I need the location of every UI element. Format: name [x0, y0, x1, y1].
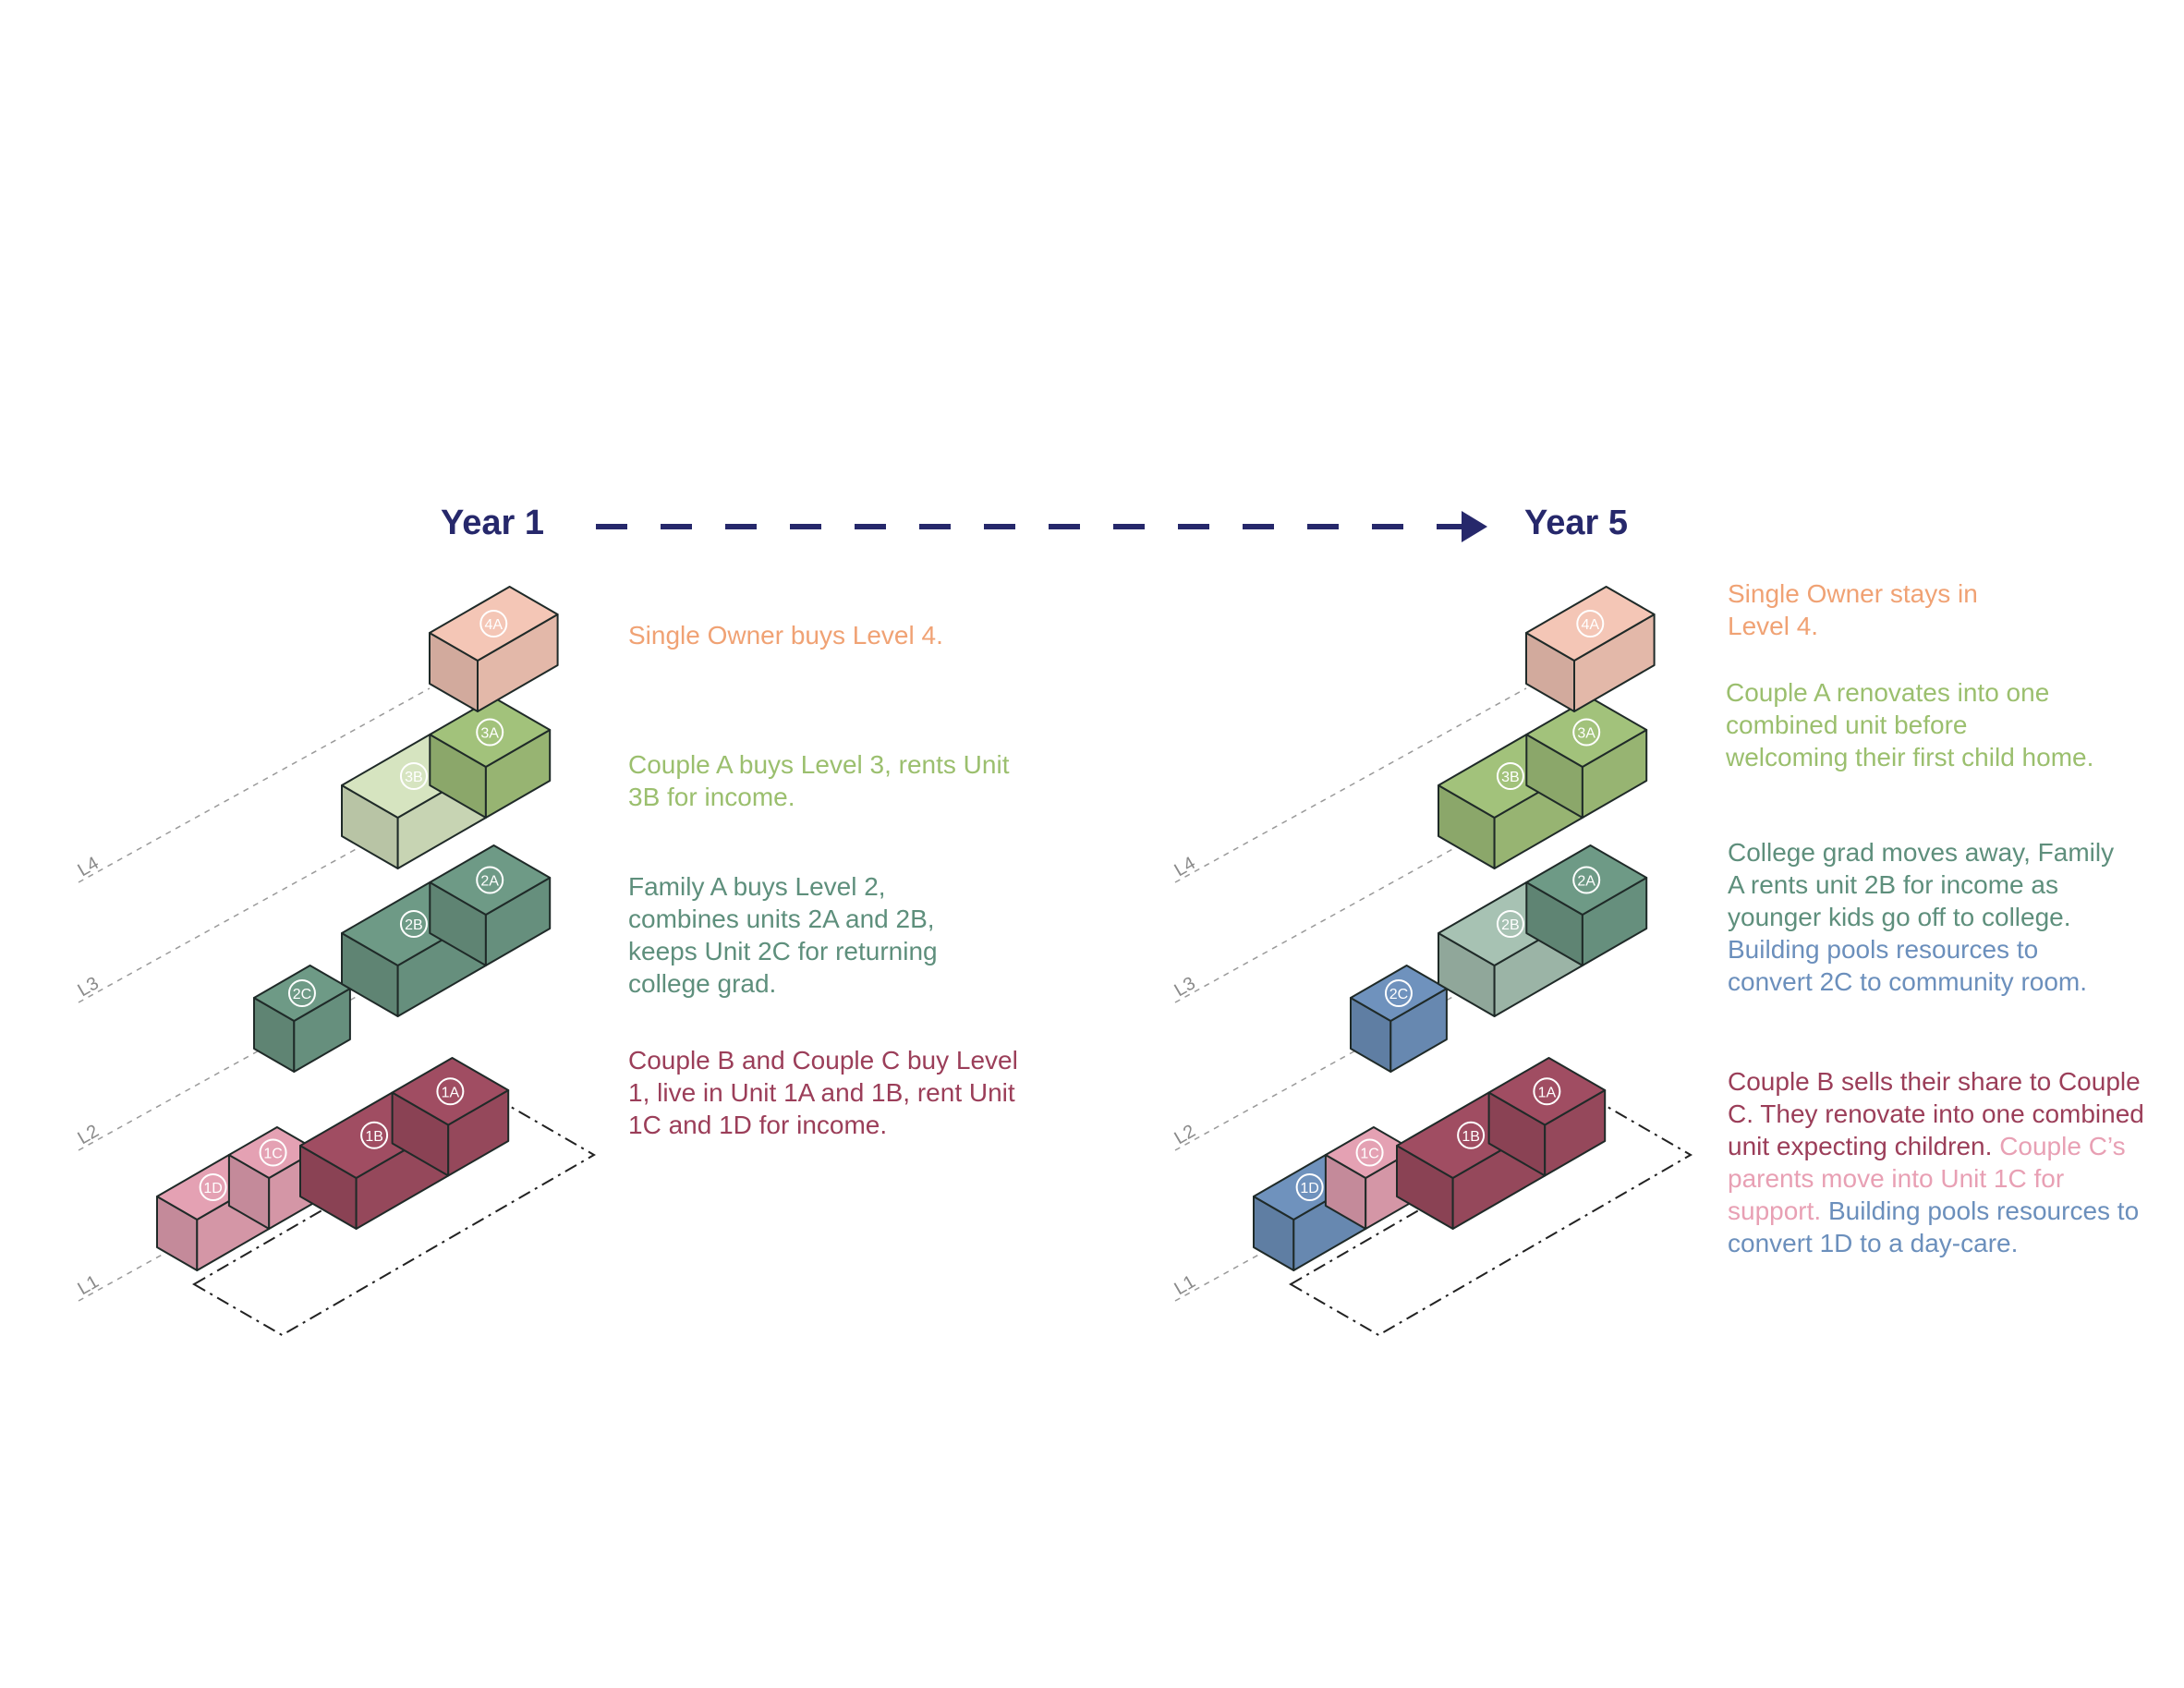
unit-tag-circle: [1384, 979, 1413, 1007]
unit-tag: 3B: [405, 770, 423, 785]
unit-tag: 1A: [442, 1085, 460, 1100]
year5-level3-note: Couple A renovates into one combined uni…: [1726, 678, 2094, 771]
unit-tag: 2B: [1501, 917, 1520, 933]
unit-tag-circle: [1576, 610, 1605, 638]
year5-level1-note-a: Couple B sells their share to Couple C. …: [1728, 1067, 2144, 1160]
level-label-3: L3: [1171, 973, 1199, 1001]
year5-label: Year 5: [1524, 504, 1628, 542]
year5-level2-note: College grad moves away, Family A rents …: [1728, 836, 2116, 998]
year1-level1-note: Couple B and Couple C buy Level 1, live …: [628, 1046, 1018, 1139]
unit-tag-circle: [436, 1077, 465, 1106]
unit-tag-circle: [476, 866, 504, 894]
unit-tag: 4A: [484, 617, 503, 633]
unit-tag-circle: [1533, 1077, 1561, 1106]
unit-tag: 2C: [1389, 987, 1408, 1002]
unit-3a: 3A: [1525, 697, 1648, 819]
timeline-arrowhead-icon: [1462, 511, 1487, 542]
unit-2c: 2C: [1350, 965, 1448, 1073]
unit-4a: 4A: [429, 586, 559, 712]
unit-tag-circle: [1457, 1121, 1486, 1149]
site-footprint: [1288, 1102, 1693, 1337]
level-label-4: L4: [1171, 853, 1199, 880]
year1-level3-note: Couple A buys Level 3, rents Unit 3B for…: [628, 750, 1010, 811]
unit-tag: 1C: [263, 1147, 282, 1162]
unit-tag-circle: [287, 979, 316, 1007]
year1-label: Year 1: [441, 504, 544, 542]
unit-4a: 4A: [1525, 586, 1656, 712]
unit-tag-circle: [479, 610, 508, 638]
level-label-2: L2: [1171, 1121, 1199, 1148]
unit-2a: 2A: [1525, 844, 1648, 966]
year5-level1-note: Couple B sells their share to Couple C. …: [1728, 1065, 2162, 1259]
year1-axonometric: L1 L2 L3 L4 1D 1C 1B 1A 2C 2B 2A 3B 3A 4A: [75, 586, 597, 1337]
year5-level4-note: Single Owner stays in Level 4.: [1728, 579, 1978, 640]
unit-1a: 1A: [1487, 1057, 1607, 1177]
unit-tag-circle: [399, 910, 428, 938]
unit-tag: 1D: [1300, 1181, 1318, 1196]
site-footprint: [191, 1102, 597, 1337]
level-label-4: L4: [75, 853, 103, 880]
unit-1a: 1A: [391, 1057, 510, 1177]
level-label-1: L1: [1171, 1271, 1199, 1299]
unit-tag: 1A: [1538, 1085, 1557, 1100]
year5-level1-note-b: Couple C’s parents move into Unit 1C for…: [1728, 1132, 2126, 1225]
unit-tag: 1B: [1462, 1129, 1480, 1145]
year1-level2-note: Family A buys Level 2, combines units 2A…: [628, 872, 938, 998]
unit-tag: 1D: [203, 1181, 222, 1196]
unit-tag-circle: [1295, 1173, 1324, 1201]
unit-2c: 2C: [253, 965, 351, 1073]
level-guide-line: [78, 687, 431, 883]
unit-tag: 1B: [365, 1129, 383, 1145]
unit-tag: 3A: [480, 726, 499, 742]
unit-tag: 2A: [480, 874, 499, 890]
level-guide-line: [1174, 687, 1527, 883]
year5-level2-note-b: Building pools resources to convert 2C t…: [1728, 935, 2088, 996]
unit-tag-circle: [476, 718, 504, 747]
level-label-1: L1: [75, 1271, 103, 1299]
unit-tag-circle: [199, 1173, 227, 1201]
unit-tag-circle: [259, 1138, 287, 1167]
unit-tag: 4A: [1581, 617, 1599, 633]
unit-tag: 2C: [293, 987, 311, 1002]
unit-tag-circle: [1572, 866, 1601, 894]
unit-tag-circle: [1355, 1138, 1384, 1167]
year5-level1-note-c: Building pools resources to convert 1D t…: [1728, 1196, 2140, 1257]
level-label-2: L2: [75, 1121, 103, 1148]
unit-tag: 3A: [1577, 726, 1596, 742]
year5-axonometric: L1 L2 L3 L4 1D 1C 1B 1A 2C 2B 2A 3B 3A 4A: [1171, 586, 1693, 1337]
unit-3a: 3A: [429, 697, 552, 819]
unit-tag: 2A: [1577, 874, 1596, 890]
year5-level2-note-a: College grad moves away, Family A rents …: [1728, 838, 2115, 931]
unit-tag: 3B: [1501, 770, 1520, 785]
unit-tag-circle: [1496, 762, 1524, 790]
unit-tag-circle: [1496, 910, 1524, 938]
level-label-3: L3: [75, 973, 103, 1001]
unit-tag: 2B: [405, 917, 423, 933]
unit-tag-circle: [399, 762, 428, 790]
unit-tag-circle: [360, 1121, 389, 1149]
unit-tag: 1C: [1360, 1147, 1378, 1162]
year1-level4-note: Single Owner buys Level 4.: [628, 621, 943, 650]
unit-tag-circle: [1572, 718, 1601, 747]
unit-2a: 2A: [429, 844, 552, 966]
